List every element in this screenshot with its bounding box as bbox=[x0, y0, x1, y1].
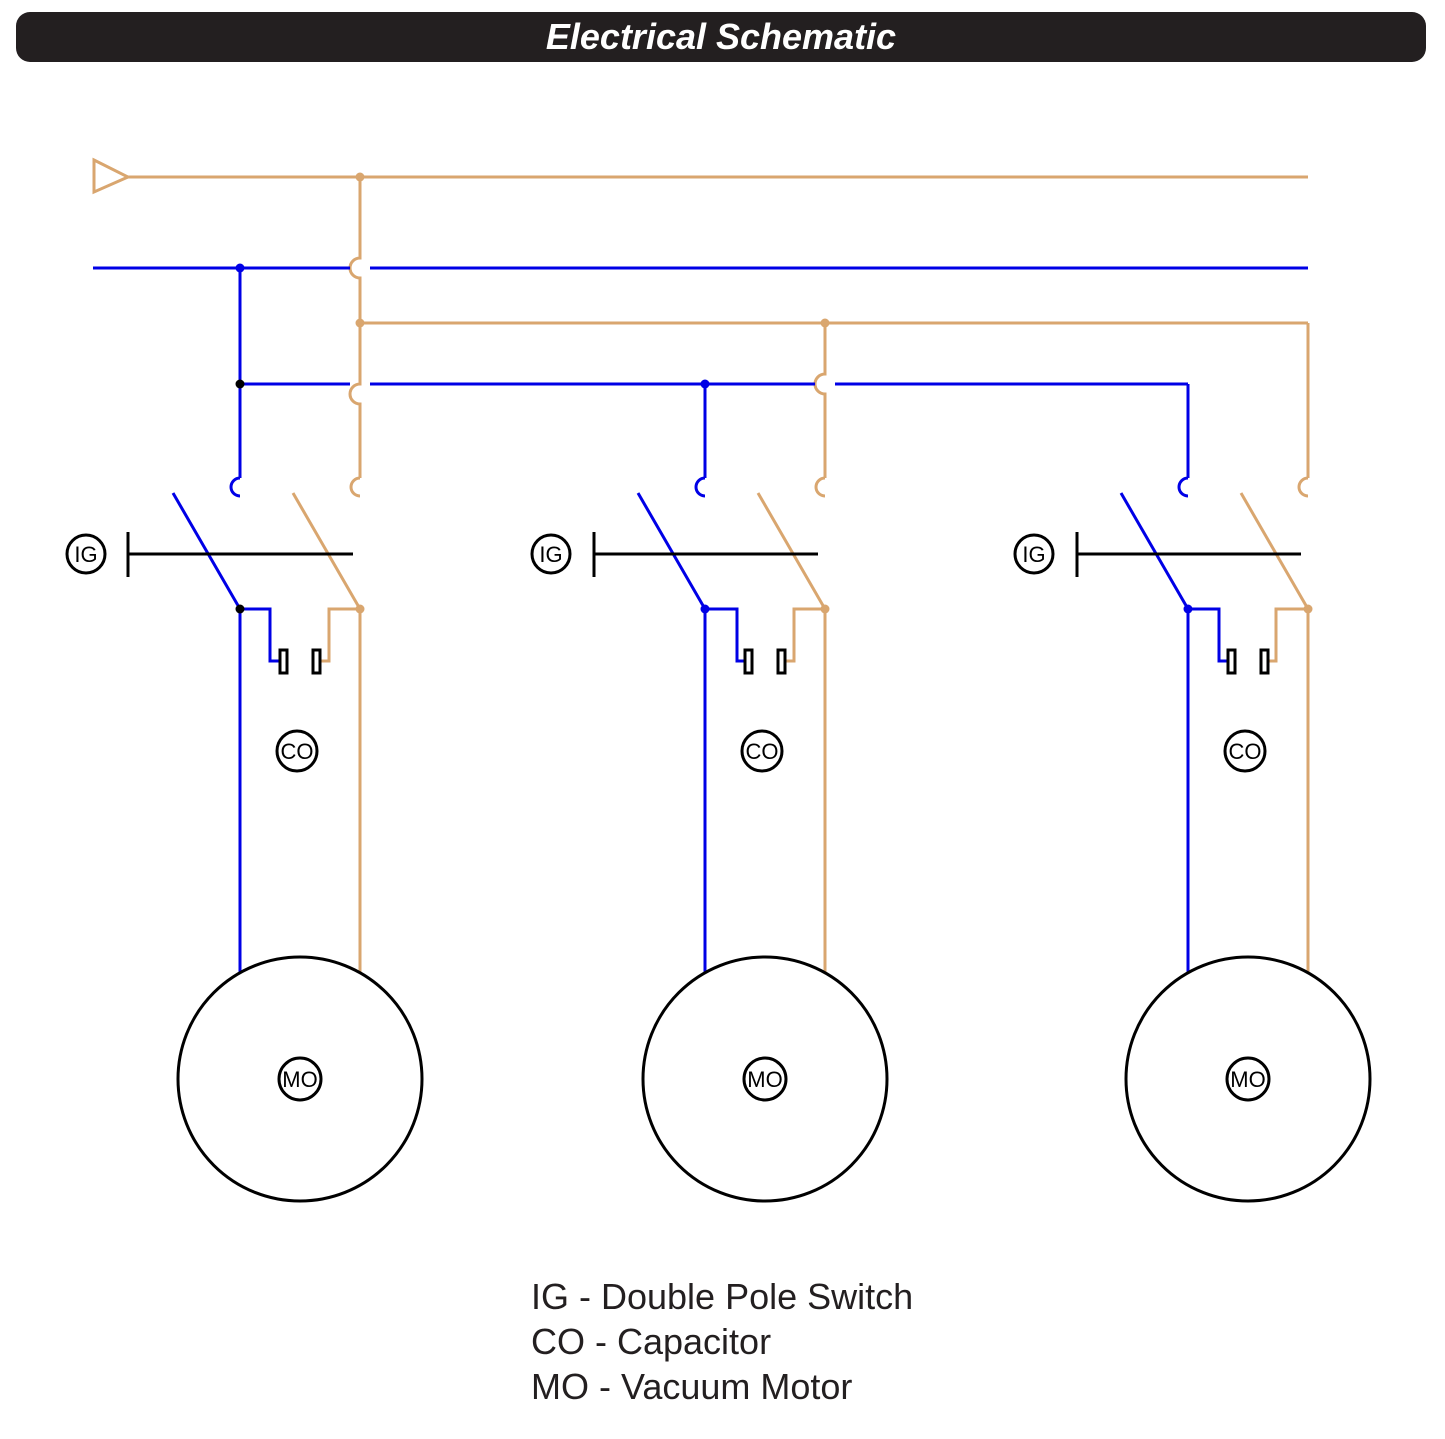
switch-label-2: IG bbox=[530, 533, 572, 575]
legend: IG - Double Pole Switch CO - Capacitor M… bbox=[531, 1274, 913, 1409]
diagram-title: Electrical Schematic bbox=[545, 16, 897, 57]
capacitor-3 bbox=[1226, 648, 1270, 675]
mo-label: MO bbox=[747, 1067, 782, 1092]
mo-label: MO bbox=[282, 1067, 317, 1092]
legend-item-motor: MO - Vacuum Motor bbox=[531, 1366, 853, 1407]
mo-label: MO bbox=[1230, 1067, 1265, 1092]
switch-actuator-1 bbox=[126, 532, 353, 577]
motor-3: MO bbox=[1124, 955, 1372, 1203]
switch-label-3: IG bbox=[1013, 533, 1055, 575]
capacitor-label-3: CO bbox=[1223, 729, 1267, 773]
motor-1: MO bbox=[176, 955, 424, 1203]
switch-actuator-2 bbox=[592, 532, 818, 577]
title-bar: Electrical Schematic bbox=[16, 12, 1426, 62]
co-label: CO bbox=[746, 739, 779, 764]
power-source-symbol bbox=[92, 157, 132, 195]
legend-item-capacitor: CO - Capacitor bbox=[531, 1321, 772, 1362]
branch-2: IG CO MO bbox=[530, 476, 889, 1203]
co-label: CO bbox=[1229, 739, 1262, 764]
legend-item-switch: IG - Double Pole Switch bbox=[531, 1276, 914, 1317]
ig-label: IG bbox=[539, 542, 562, 567]
blue-bus bbox=[93, 266, 1308, 478]
switch-label-1: IG bbox=[65, 533, 107, 575]
motor-2: MO bbox=[641, 955, 889, 1203]
capacitor-2 bbox=[743, 648, 787, 675]
capacitor-label-2: CO bbox=[740, 729, 784, 773]
co-label: CO bbox=[281, 739, 314, 764]
ig-label: IG bbox=[74, 542, 97, 567]
switch-actuator-3 bbox=[1075, 532, 1301, 577]
capacitor-label-1: CO bbox=[275, 729, 319, 773]
junction-dots bbox=[235, 172, 830, 389]
ig-label: IG bbox=[1022, 542, 1045, 567]
branch-1: IG CO MO bbox=[65, 476, 424, 1203]
capacitor-1 bbox=[278, 648, 322, 675]
tan-bus-top bbox=[128, 175, 1310, 478]
branch-3: IG CO MO bbox=[1013, 476, 1372, 1203]
